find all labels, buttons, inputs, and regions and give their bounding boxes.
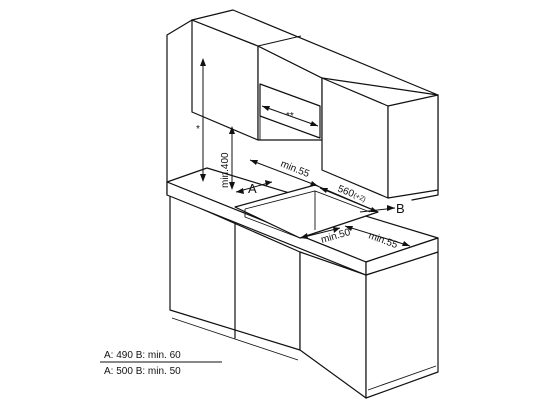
legend: A: 490 B: min. 60 A: 500 B: min. 50 xyxy=(100,350,222,377)
wall-cabinet-right xyxy=(321,77,389,199)
hood-recess xyxy=(259,83,321,139)
wall-cabinet-right-side xyxy=(387,94,439,199)
label-min400: min.400 xyxy=(220,152,231,188)
wall-cabinets xyxy=(191,9,439,199)
dimension-lines xyxy=(200,58,411,247)
cabinet-side xyxy=(365,251,439,399)
worktop-side-edge xyxy=(365,237,439,276)
cabinet-door-right xyxy=(299,251,367,399)
wall-cabinet-top xyxy=(191,9,439,96)
label-B: B xyxy=(396,201,405,216)
base-cabinets xyxy=(169,194,439,399)
label-A: A xyxy=(248,181,257,196)
label-560-note: (+2) xyxy=(352,192,366,203)
label-double-star: ** xyxy=(286,111,294,122)
legend-row-1: A: 490 B: min. 60 xyxy=(104,350,181,361)
label-star: * xyxy=(196,124,200,135)
legend-row-2: A: 500 B: min. 50 xyxy=(104,366,181,377)
